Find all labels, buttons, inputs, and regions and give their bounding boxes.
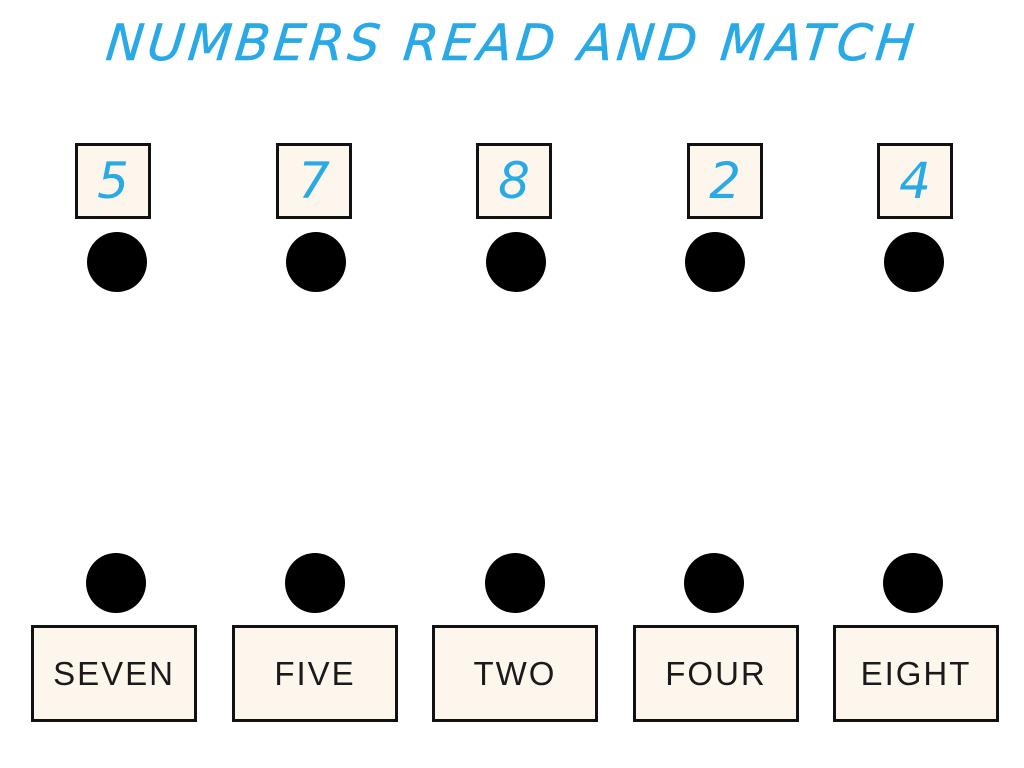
number-connector-dot-4[interactable] bbox=[685, 232, 745, 292]
word-card-3[interactable]: TWO bbox=[432, 625, 598, 722]
number-card-4[interactable]: 2 bbox=[687, 143, 763, 219]
word-connector-dot-2[interactable] bbox=[285, 553, 345, 613]
number-card-5[interactable]: 4 bbox=[877, 143, 953, 219]
word-connector-dot-4[interactable] bbox=[684, 553, 744, 613]
game-title: NUMBERS READ AND MATCH bbox=[103, 14, 921, 73]
number-card-3[interactable]: 8 bbox=[476, 143, 552, 219]
word-card-4[interactable]: FOUR bbox=[633, 625, 799, 722]
word-connector-dot-1[interactable] bbox=[86, 553, 146, 613]
word-connector-dot-3[interactable] bbox=[485, 553, 545, 613]
number-connector-dot-5[interactable] bbox=[884, 232, 944, 292]
number-connector-dot-3[interactable] bbox=[486, 232, 546, 292]
number-connector-dot-1[interactable] bbox=[87, 232, 147, 292]
word-card-1[interactable]: SEVEN bbox=[31, 625, 197, 722]
word-connector-dot-5[interactable] bbox=[883, 553, 943, 613]
word-card-5[interactable]: EIGHT bbox=[833, 625, 999, 722]
word-card-2[interactable]: FIVE bbox=[232, 625, 398, 722]
number-card-2[interactable]: 7 bbox=[276, 143, 352, 219]
number-connector-dot-2[interactable] bbox=[286, 232, 346, 292]
number-card-1[interactable]: 5 bbox=[75, 143, 151, 219]
